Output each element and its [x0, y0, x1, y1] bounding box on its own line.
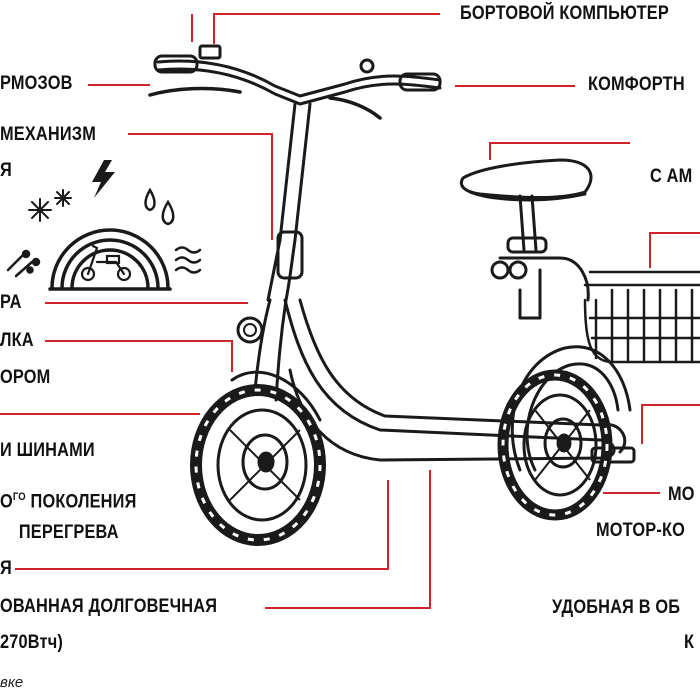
callout-line-rear-brake: [641, 404, 700, 444]
basket: [583, 270, 700, 364]
label-overheat: ПЕРЕГРЕВА: [18, 522, 119, 543]
callout-line-basket: [649, 232, 700, 268]
callout-line-battery: [265, 470, 431, 609]
label-battery-capacity: 270Втч): [0, 632, 63, 653]
label-comfort: КОМФОРТН: [588, 74, 685, 95]
footrest: [590, 446, 636, 464]
callout-line-seat: [489, 142, 630, 160]
scooter-drawing: [148, 44, 700, 472]
rear-wheel: [497, 369, 613, 521]
seat: [459, 158, 593, 320]
label-tires: И ШИНАМИ: [0, 440, 95, 461]
rear-fender: [510, 345, 632, 472]
scooter-badge-icon: [80, 244, 132, 282]
snowflake-icon: [28, 189, 72, 222]
label-generation: ОГО ПОКОЛЕНИЯ: [0, 491, 137, 513]
label-battery: ОВАННАЯ ДОЛГОВЕЧНАЯ: [0, 596, 218, 617]
callout-lines: [0, 13, 700, 609]
caption: вке: [0, 674, 24, 691]
callout-line-onboard-computer-2: [213, 13, 440, 44]
label-headlight: РА: [0, 292, 22, 313]
dust-icon: [6, 249, 41, 278]
label-convenient-2: К: [684, 632, 695, 653]
callout-line-horn: [45, 340, 233, 372]
wind-icon: [174, 246, 202, 274]
label-right-mo: МО: [668, 484, 695, 505]
label-seat: С АМ: [650, 166, 693, 187]
handlebar: [148, 44, 442, 120]
lightning-icon: [92, 160, 115, 198]
label-onboard-computer: БОРТОВОЙ КОМПЬЮТЕР: [460, 3, 669, 24]
label-motor-wheel: МОТОР-КО: [596, 520, 686, 541]
label-line-ya: Я: [0, 558, 12, 579]
steering-stem: [266, 102, 312, 302]
callout-line-frame: [15, 480, 389, 570]
water-drops-icon: [144, 187, 175, 226]
label-brakes: РМОЗОВ: [0, 73, 73, 94]
label-motor-left: ОРОМ: [0, 367, 51, 388]
label-horn: ЛКА: [0, 330, 34, 351]
label-mechanism: МЕХАНИЗМ: [0, 124, 96, 145]
feature-icon-cluster: [6, 160, 202, 291]
headlight: [236, 316, 264, 344]
front-wheel: [190, 384, 326, 546]
callout-line-mechanism: [128, 133, 273, 240]
label-convenient: УДОБНАЯ В ОБ: [552, 597, 681, 618]
label-mechanism-2: Я: [0, 160, 12, 181]
